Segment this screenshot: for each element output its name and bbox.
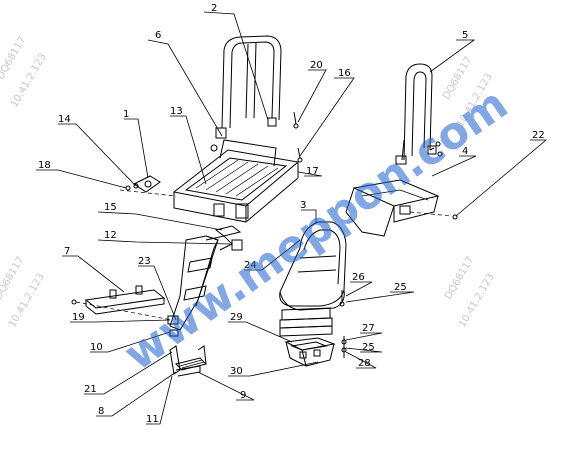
- leader-lines: [36, 11, 548, 425]
- part-15-plate: [214, 225, 242, 237]
- watermark-text: www.meppon.com: [115, 78, 517, 381]
- part-25-suspension: [279, 307, 333, 337]
- callout-7: 7: [64, 246, 70, 257]
- callout-20: 20: [310, 60, 323, 71]
- part-1-bracket: [133, 175, 161, 193]
- callout-28: 28: [358, 358, 371, 369]
- callout-15: 15: [104, 202, 117, 213]
- part-drawings: [71, 35, 458, 377]
- part-29-base-tray: [284, 337, 336, 367]
- callout-25-upper: 25: [394, 282, 407, 293]
- callout-22: 22: [532, 130, 545, 141]
- callout-11: 11: [146, 414, 159, 425]
- callout-16: 16: [338, 68, 351, 79]
- part-11-lower-step: [169, 345, 207, 377]
- callout-8: 8: [98, 406, 104, 417]
- part-5-side-handle: [395, 63, 443, 165]
- callout-9: 9: [240, 390, 246, 401]
- callout-18: 18: [38, 160, 51, 171]
- callout-25-lower: 25: [362, 342, 375, 353]
- part-26-bolts: [339, 290, 347, 358]
- callout-13: 13: [170, 106, 183, 117]
- callout-1: 1: [123, 109, 129, 120]
- callout-29: 29: [230, 312, 243, 323]
- callout-labels: 2 6 13 1 14 18 20 16 17 5 4 22 15 12 3 7…: [38, 3, 545, 425]
- part-4-bracket-box: [345, 179, 453, 237]
- callout-3: 3: [300, 200, 306, 211]
- faint-mark-1: DQ68117: [0, 35, 28, 82]
- callout-21: 21: [84, 384, 97, 395]
- part-22-bolt: [452, 214, 458, 220]
- part-2-grab-handle: [215, 35, 282, 139]
- callout-10: 10: [90, 342, 103, 353]
- callout-27: 27: [362, 323, 375, 334]
- callout-2: 2: [211, 3, 217, 14]
- callout-6: 6: [155, 30, 161, 41]
- callout-5: 5: [462, 30, 468, 41]
- callout-4: 4: [462, 146, 468, 157]
- part-12-step-column: [169, 235, 243, 331]
- callout-30: 30: [230, 366, 243, 377]
- callout-24: 24: [244, 260, 257, 271]
- part-20-bolt: [293, 111, 303, 163]
- callout-14: 14: [58, 114, 71, 125]
- faint-mark-5: DQ68117: [0, 255, 26, 302]
- faint-mark-7: DQ68117: [443, 255, 476, 302]
- callout-19: 19: [72, 312, 85, 323]
- callout-23: 23: [138, 256, 151, 267]
- callout-17: 17: [306, 166, 319, 177]
- part-13-platform-frame: [172, 139, 300, 223]
- callout-26: 26: [352, 272, 365, 283]
- callout-12: 12: [104, 230, 117, 241]
